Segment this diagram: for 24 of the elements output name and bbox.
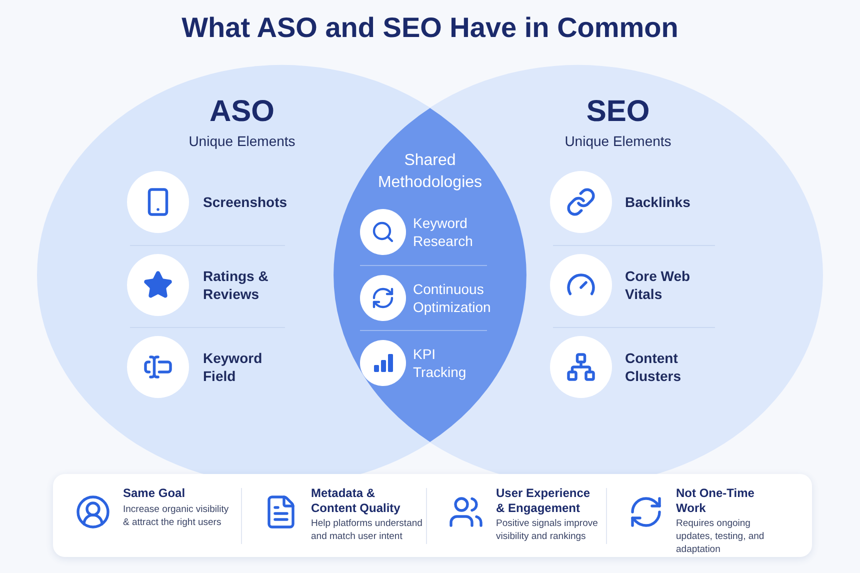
region-heading: ASO	[208, 95, 276, 129]
region-subheading: Unique Elements	[564, 133, 672, 149]
region-heading: Shared Methodologies	[376, 151, 484, 193]
item-label: Ratings & Reviews	[203, 266, 270, 304]
item-label: KPI Tracking	[413, 344, 468, 382]
point-heading: Same Goal	[123, 486, 186, 501]
point-description: Increase organic visibility & attract the right users	[123, 504, 230, 530]
item-label: Keyword Research	[413, 214, 474, 250]
point-description: Positive signals improve visibility and rankings	[496, 518, 599, 544]
summary-panel	[53, 474, 812, 557]
item-label: Continuous Optimization	[413, 280, 492, 316]
item-label: Core Web Vitals	[625, 266, 692, 304]
item-label: Content Clusters	[625, 348, 682, 386]
point-heading: Metadata & Content Quality	[311, 486, 402, 516]
point-description: Help platforms understand and match user intent	[311, 518, 423, 544]
point-heading: Not One-Time Work	[676, 486, 756, 516]
point-description: Requires ongoing updates, testing, and adaptation	[676, 518, 766, 556]
point-heading: User Experience & Engagement	[496, 486, 592, 516]
region-heading: SEO	[585, 95, 651, 129]
item-label: Screenshots	[203, 192, 288, 212]
item-label: Keyword Field	[203, 348, 264, 386]
diagram-title: What ASO and SEO Have in Common	[180, 12, 680, 44]
region-subheading: Unique Elements	[188, 133, 296, 149]
item-label: Backlinks	[625, 192, 692, 212]
